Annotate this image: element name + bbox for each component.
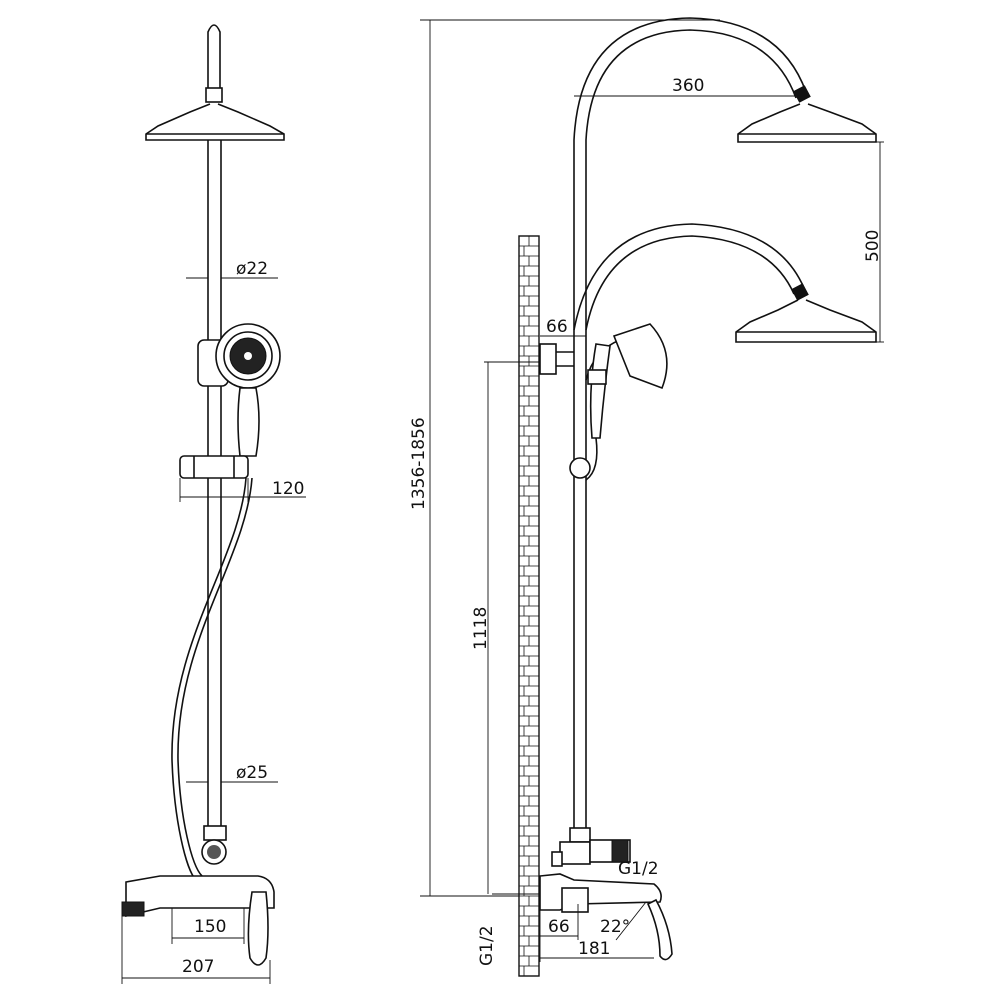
upper-arm-outer	[573, 17, 807, 141]
wall-bricks	[519, 235, 539, 976]
front-shower-head	[145, 103, 285, 141]
front-mixer-body	[125, 875, 275, 918]
lower-arm-inner	[585, 235, 795, 331]
dim-wall-bracket-offset: 66	[546, 317, 568, 337]
side-mixer-body	[539, 873, 662, 911]
upper-arm-inner	[585, 29, 797, 141]
front-pipe-nut	[205, 87, 223, 103]
dim-pipe-upper-diameter: ø22	[236, 259, 268, 279]
dim-head-height-step: 500	[863, 230, 883, 262]
lower-shower-head	[735, 299, 877, 343]
side-diverter	[559, 841, 591, 865]
front-pipe-top	[207, 24, 221, 90]
side-hand-shower-handle	[589, 343, 611, 439]
front-pipe-coupling	[203, 825, 227, 841]
lower-head-joint	[791, 283, 809, 301]
side-hose	[585, 437, 598, 481]
dim-mixer-total-width: 207	[182, 957, 214, 977]
upper-head-joint	[793, 85, 811, 103]
lower-arm-outer	[573, 223, 805, 331]
dim-outlet-spacing-front: 150	[194, 917, 226, 937]
side-slider-knob	[569, 457, 591, 479]
side-hand-shower-head	[612, 323, 668, 390]
side-holder-clamp	[587, 369, 607, 385]
dim-arm-reach: 360	[672, 76, 704, 96]
upper-shower-head	[737, 103, 877, 143]
front-hand-shower-handle	[237, 387, 260, 457]
front-view: ø22 120 ø25 1	[121, 24, 306, 984]
side-mixer-cartridge	[561, 887, 589, 913]
front-mixer-lever	[247, 891, 269, 966]
dim-pipe-lower-diameter: ø25	[236, 763, 268, 783]
dim-spout-length: 181	[578, 939, 610, 959]
side-view: 1356-1856 360 500 66	[409, 17, 884, 977]
front-aerator	[121, 901, 145, 917]
dim-spout-offset: 66	[548, 917, 570, 937]
dim-holder-width: 120	[272, 479, 304, 499]
dim-total-height: 1356-1856	[409, 417, 429, 510]
dim-spout-angle: 22°	[600, 917, 630, 937]
side-pipe-coupling	[569, 827, 591, 843]
wall-bracket-plate	[539, 343, 557, 375]
front-hose	[171, 477, 247, 881]
side-mixer-lever	[646, 898, 673, 961]
front-slider	[179, 455, 249, 479]
dim-bracket-height: 1118	[471, 607, 491, 650]
dim-inlet-thread-bottom: G1/2	[477, 925, 497, 966]
dim-inlet-thread-right: G1/2	[618, 859, 659, 879]
